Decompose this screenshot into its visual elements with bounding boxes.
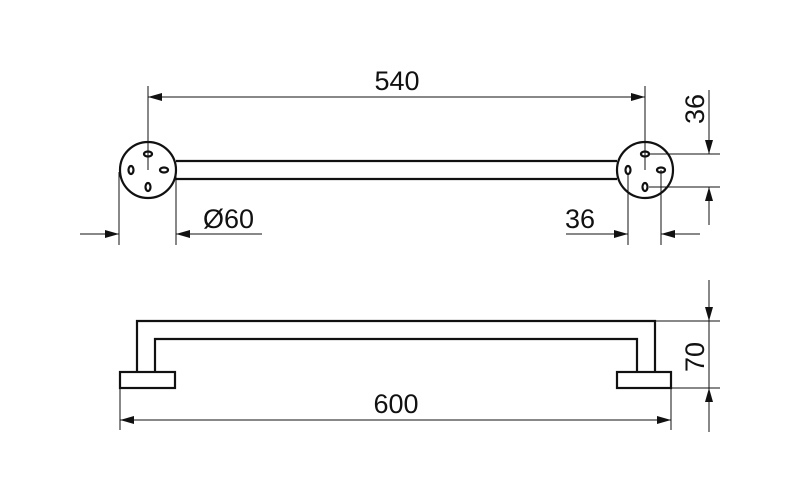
screw-hole bbox=[624, 164, 632, 176]
dimension-540: 540 bbox=[147, 66, 646, 170]
right-base-plate bbox=[615, 370, 673, 390]
screw-hole bbox=[641, 181, 649, 193]
top-view: 540 Ø60 36 36 bbox=[80, 66, 720, 245]
dimension-hole-spacing-horizontal: 36 bbox=[565, 170, 700, 245]
dimension-label: 36 bbox=[680, 94, 710, 124]
dimension-70: 70 bbox=[655, 280, 720, 432]
dimension-label: 600 bbox=[373, 389, 418, 419]
side-view: 600 70 bbox=[118, 280, 720, 432]
screw-hole bbox=[144, 181, 152, 193]
dimension-hole-spacing-vertical: 36 bbox=[649, 90, 720, 225]
dimension-label: 540 bbox=[374, 66, 419, 96]
dimension-600: 600 bbox=[119, 388, 672, 430]
left-base-plate bbox=[118, 370, 177, 390]
bar-outer-profile bbox=[135, 319, 657, 372]
screw-hole bbox=[158, 166, 170, 174]
bar-inner-profile bbox=[153, 337, 639, 372]
dimension-label: Ø60 bbox=[203, 204, 254, 234]
dimension-diameter: Ø60 bbox=[80, 172, 262, 245]
dimension-label: 70 bbox=[680, 342, 710, 372]
dimension-label: 36 bbox=[565, 204, 595, 234]
screw-hole bbox=[127, 164, 135, 176]
